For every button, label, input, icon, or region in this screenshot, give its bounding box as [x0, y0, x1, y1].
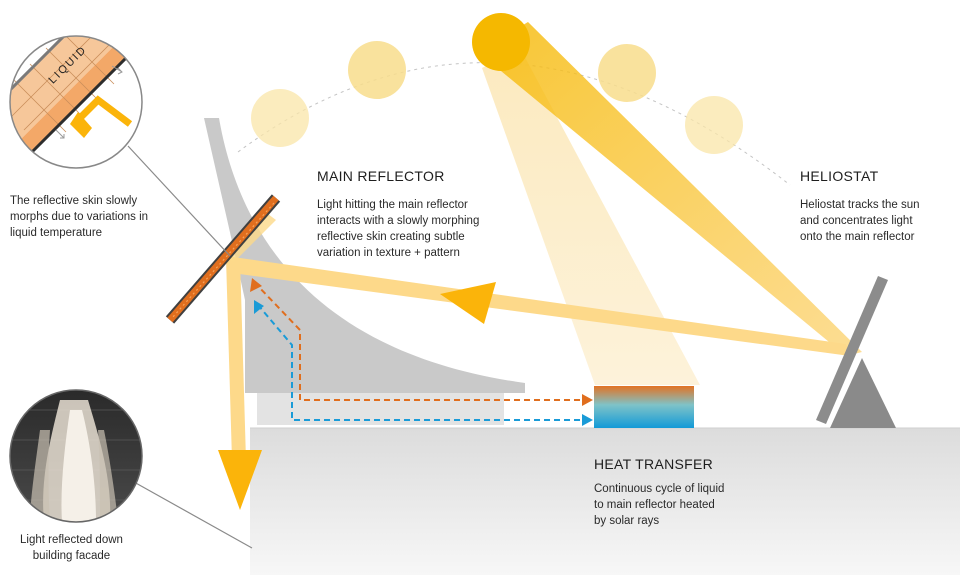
heliostat-description: Heliostat tracks the sun and concentrate…	[800, 197, 920, 245]
heat-transfer-description: Continuous cycle of liquid to main refle…	[594, 481, 724, 529]
text-line: and concentrates light	[800, 215, 913, 227]
text-line: liquid temperature	[10, 227, 103, 239]
heat-transfer-tank	[594, 386, 694, 428]
heliostat-mirror	[816, 276, 888, 424]
beam-direction-arrow	[440, 282, 496, 324]
sun-position-1	[251, 89, 309, 147]
text-line: The reflective skin slowly	[10, 195, 138, 207]
reflective-skin-panel	[165, 194, 281, 324]
facade-callout-leader	[133, 481, 253, 549]
sun-icon	[472, 13, 530, 71]
main-reflector-description: Light hitting the main reflector interac…	[317, 197, 479, 261]
skin-callout-leader	[127, 145, 231, 257]
text-line: Light reflected down	[20, 534, 123, 546]
text-line: reflective skin creating subtle	[317, 231, 465, 243]
sun-position-4	[598, 44, 656, 102]
main-reflector-body	[204, 118, 525, 393]
sun-position-2	[348, 41, 406, 99]
text-line: Light hitting the main reflector	[317, 199, 468, 211]
ground-building	[250, 428, 960, 575]
heliostat	[816, 276, 896, 428]
heat-transfer-title: HEAT TRANSFER	[594, 456, 714, 472]
cool-liquid-loop	[257, 304, 590, 421]
text-line: onto the main reflector	[800, 231, 915, 243]
facade-callout-text: Light reflected down building facade	[20, 532, 123, 564]
solar-beam-to-tank	[482, 48, 700, 385]
text-line: building facade	[32, 550, 111, 562]
text-line: Heliostat tracks the sun	[800, 199, 920, 211]
facade-detail-inset	[9, 389, 143, 523]
heliostat-stand	[830, 358, 896, 428]
text-line: to main reflector heated	[594, 499, 715, 511]
text-line: morphs due to variations in	[10, 211, 149, 223]
sun-ray-to-heliostat	[478, 22, 862, 356]
sun-position-5	[685, 96, 743, 154]
text-line: Continuous cycle of liquid	[594, 483, 725, 495]
skin-detail-inset	[9, 35, 143, 169]
beam-heliostat-to-reflector	[226, 256, 850, 356]
text-line: variation in texture + pattern	[317, 247, 460, 259]
facade-arrow	[218, 450, 262, 510]
skin-callout-text: The reflective skin slowly morphs due to…	[10, 193, 148, 241]
text-line: by solar rays	[594, 515, 660, 527]
beam-down-facade	[226, 258, 246, 460]
text-line: interacts with a slowly morphing	[317, 215, 480, 227]
heliostat-title: HELIOSTAT	[800, 168, 879, 184]
hot-liquid-loop	[255, 283, 590, 401]
main-reflector-title: MAIN REFLECTOR	[317, 168, 445, 184]
